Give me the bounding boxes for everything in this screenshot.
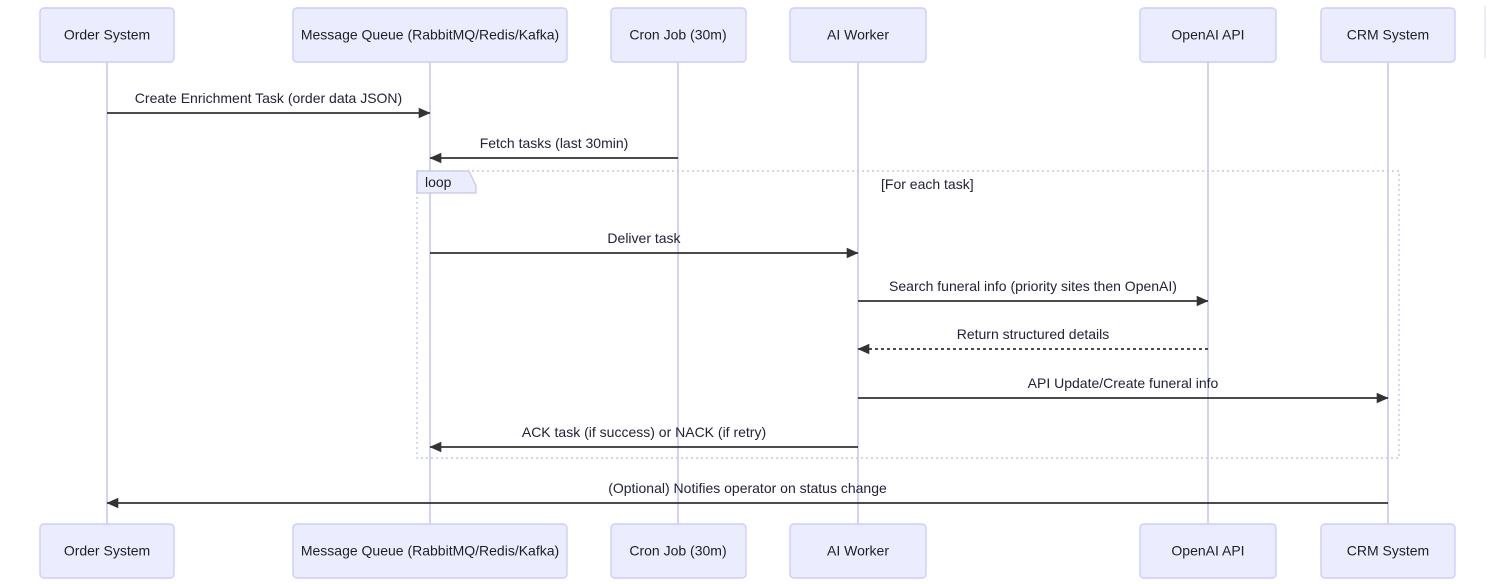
actor-boxes-bottom: Order System Message Queue (RabbitMQ/Redi… — [39, 523, 1456, 579]
participant-label-worker-top: AI Worker — [827, 27, 889, 43]
participant-label-order-bottom: Order System — [64, 543, 150, 559]
participant-label-order-top: Order System — [64, 27, 150, 43]
participant-box-cron-top[interactable] — [610, 7, 747, 63]
loop-fragment-group: loop [For each task] — [416, 170, 1400, 459]
loop-keyword-label: loop — [425, 174, 452, 190]
message-label-m1: Create Enrichment Task (order data JSON) — [135, 90, 402, 106]
participant-box-mq-top[interactable] — [292, 7, 568, 63]
message-m5: Return structured details — [857, 326, 1208, 355]
loop-condition-label: [For each task] — [881, 176, 974, 192]
participant-label-crm-top: CRM System — [1347, 27, 1429, 43]
participant-label-cron-bottom: Cron Job (30m) — [629, 543, 726, 559]
message-m1: Create Enrichment Task (order data JSON) — [107, 90, 431, 119]
participant-box-crm-top[interactable] — [1320, 7, 1456, 63]
participant-openai-top[interactable]: OpenAI API — [1139, 7, 1277, 63]
message-m4: Search funeral info (priority sites then… — [858, 278, 1209, 307]
participant-openai-bottom[interactable]: OpenAI API — [1139, 523, 1277, 579]
participant-label-worker-bottom: AI Worker — [827, 543, 889, 559]
loop-fragment-box — [416, 170, 1400, 459]
participant-cron-top[interactable]: Cron Job (30m) — [610, 7, 747, 63]
message-m2: Fetch tasks (last 30min) — [429, 135, 678, 164]
participant-box-openai-top[interactable] — [1139, 7, 1277, 63]
participant-mq-bottom[interactable]: Message Queue (RabbitMQ/Redis/Kafka) — [292, 523, 568, 579]
participant-mq-top[interactable]: Message Queue (RabbitMQ/Redis/Kafka) — [292, 7, 568, 63]
participant-box-order-top[interactable] — [39, 7, 175, 63]
actor-boxes-top: Order System Message Queue (RabbitMQ/Redi… — [39, 7, 1456, 63]
lifelines-group — [106, 62, 1389, 524]
loop-label-tag — [416, 170, 477, 194]
participant-box-mq-bottom[interactable] — [292, 523, 568, 579]
participant-cron-bottom[interactable]: Cron Job (30m) — [610, 523, 747, 579]
participant-box-crm-bottom[interactable] — [1320, 523, 1456, 579]
message-label-m8: (Optional) Notifies operator on status c… — [608, 480, 887, 496]
participant-label-crm-bottom: CRM System — [1347, 543, 1429, 559]
participant-order-top[interactable]: Order System — [39, 7, 175, 63]
message-label-m3: Deliver task — [607, 230, 681, 246]
participant-crm-top[interactable]: CRM System — [1320, 7, 1456, 63]
participant-box-cron-bottom[interactable] — [610, 523, 747, 579]
participant-crm-bottom[interactable]: CRM System — [1320, 523, 1456, 579]
participant-label-mq-bottom: Message Queue (RabbitMQ/Redis/Kafka) — [301, 543, 559, 559]
participant-worker-top[interactable]: AI Worker — [789, 7, 927, 63]
message-label-m2: Fetch tasks (last 30min) — [480, 135, 629, 151]
participant-box-worker-top[interactable] — [789, 7, 927, 63]
message-label-m6: API Update/Create funeral info — [1028, 375, 1219, 391]
participant-label-cron-top: Cron Job (30m) — [629, 27, 726, 43]
participant-worker-bottom[interactable]: AI Worker — [789, 523, 927, 579]
message-label-m7: ACK task (if success) or NACK (if retry) — [522, 424, 766, 440]
message-m6: API Update/Create funeral info — [858, 375, 1389, 404]
message-label-m5: Return structured details — [957, 326, 1110, 342]
participant-box-order-bottom[interactable] — [39, 523, 175, 579]
message-m3: Deliver task — [430, 230, 859, 259]
message-label-m4: Search funeral info (priority sites then… — [889, 278, 1177, 294]
participant-box-worker-bottom[interactable] — [789, 523, 927, 579]
participant-label-openai-top: OpenAI API — [1171, 27, 1244, 43]
messages-group: Create Enrichment Task (order data JSON)… — [106, 90, 1389, 509]
participant-label-mq-top: Message Queue (RabbitMQ/Redis/Kafka) — [301, 27, 559, 43]
participant-order-bottom[interactable]: Order System — [39, 523, 175, 579]
participant-box-openai-bottom[interactable] — [1139, 523, 1277, 579]
message-m7: ACK task (if success) or NACK (if retry) — [429, 424, 858, 453]
participant-label-openai-bottom: OpenAI API — [1171, 543, 1244, 559]
message-m8: (Optional) Notifies operator on status c… — [106, 480, 1388, 509]
